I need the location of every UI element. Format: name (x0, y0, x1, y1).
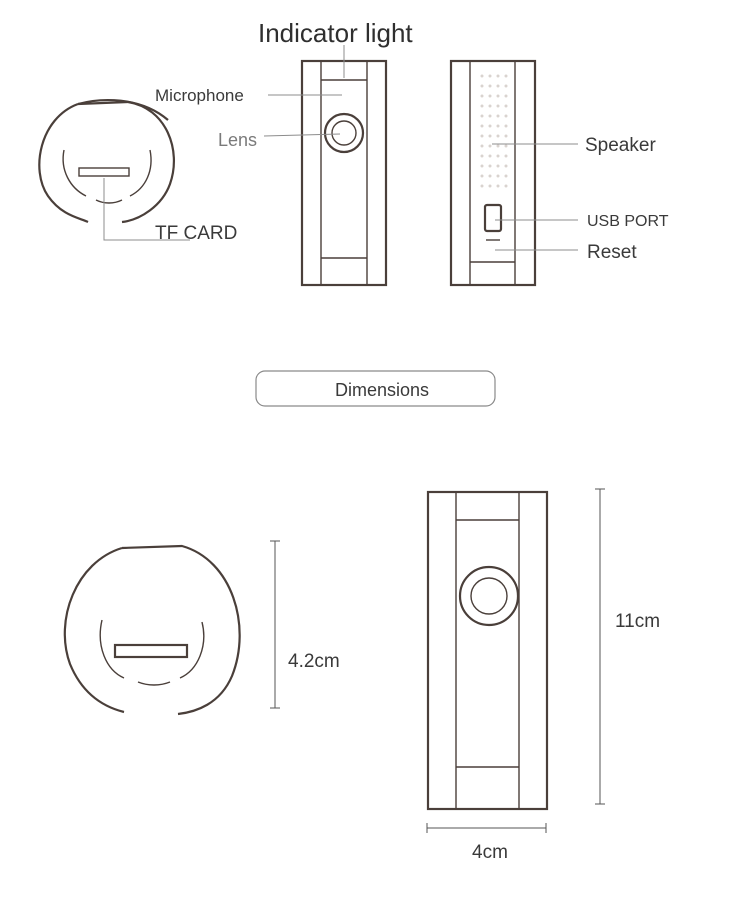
usb-port-icon (483, 203, 503, 233)
side-view (449, 59, 537, 287)
tf-card-slot (78, 167, 130, 177)
top-end-view (38, 99, 175, 224)
diameter-dimension-line (270, 540, 280, 709)
lens-ring-large (458, 565, 520, 627)
width-dimension-line (426, 823, 547, 833)
dimension-height: 11cm (615, 611, 660, 632)
label-tf-card: TF CARD (155, 223, 237, 244)
speaker-grille (480, 74, 508, 188)
leader-lines (103, 45, 578, 251)
dimension-diameter: 4.2cm (288, 651, 340, 672)
dimension-width: 4cm (472, 842, 508, 863)
lens-ring (323, 112, 365, 154)
label-microphone: Microphone (155, 86, 244, 105)
label-lens: Lens (218, 130, 257, 150)
label-reset: Reset (587, 242, 637, 263)
height-dimension-line (595, 488, 605, 805)
front-view-large (426, 490, 549, 811)
lens-icon-large (470, 577, 508, 615)
end-view-large (63, 544, 241, 716)
tf-card-slot-large (113, 643, 189, 659)
lens-icon (331, 120, 357, 146)
dimensions-title: Dimensions (335, 380, 429, 400)
label-usb-port: USB PORT (587, 213, 669, 230)
label-indicator-light: Indicator light (258, 18, 413, 48)
dimensions-pill (255, 370, 496, 407)
label-speaker: Speaker (585, 135, 656, 156)
